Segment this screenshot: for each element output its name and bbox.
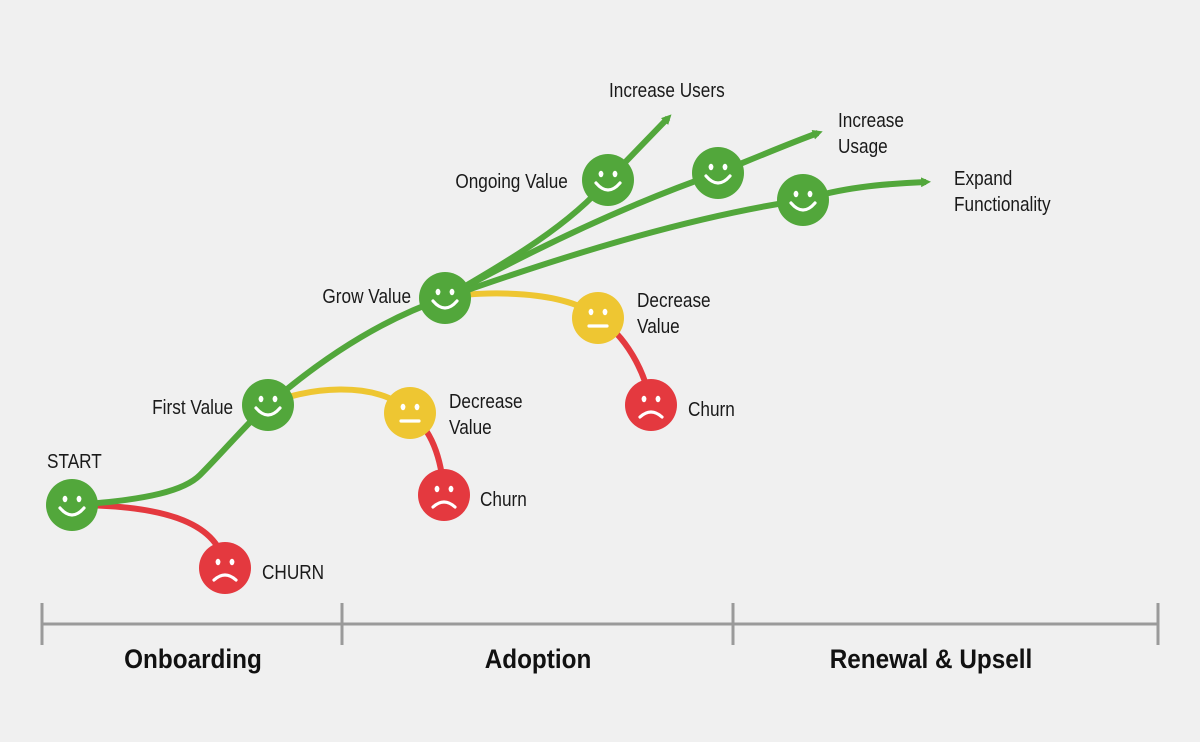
ongoing-value-label: Ongoing Value <box>455 171 568 193</box>
face-eye <box>414 403 420 411</box>
increase-usage-label: Increase Usage <box>838 110 904 158</box>
face-circle <box>572 292 624 344</box>
face-eye <box>807 190 813 198</box>
face-mouth <box>58 506 86 517</box>
churn-adoption-sad-face-icon <box>418 469 470 521</box>
face-eye <box>588 308 594 316</box>
face-eye <box>598 170 604 178</box>
path-grow-to-functionality <box>442 197 806 301</box>
decrease-value-2-label: Decrease Value <box>637 290 711 338</box>
face-eye <box>272 395 278 403</box>
phase-adoption: Adoption <box>484 644 592 674</box>
face-mouth <box>789 201 817 212</box>
face-circle <box>199 542 251 594</box>
churn-grow-sad-face-icon <box>625 379 677 431</box>
increase-users-label: Increase Users <box>609 80 725 102</box>
face-eye <box>258 395 264 403</box>
start-label: START <box>47 451 102 473</box>
grow-value-happy-face-icon <box>419 272 471 324</box>
face-circle <box>582 154 634 206</box>
churn-onboarding-sad-face-icon <box>199 542 251 594</box>
face-mouth <box>704 174 732 185</box>
expand-functionality-label: Expand Functionality <box>954 168 1051 216</box>
face-mouth <box>638 410 664 419</box>
face-eye <box>655 395 661 403</box>
face-mouth <box>212 573 238 582</box>
usage-happy-face-icon <box>692 147 744 199</box>
face-eye <box>215 558 221 566</box>
face-eye <box>722 163 728 171</box>
face-eye <box>229 558 235 566</box>
phase-renewal-upsell: Renewal & Upsell <box>829 644 1033 674</box>
face-eye <box>62 495 68 503</box>
face-circle <box>418 469 470 521</box>
face-circle <box>692 147 744 199</box>
face-eye <box>76 495 82 503</box>
face-mouth <box>594 181 622 192</box>
face-eye <box>602 308 608 316</box>
first-value-happy-face-icon <box>242 379 294 431</box>
path-start-to-first <box>69 402 271 508</box>
face-mouth <box>431 500 457 509</box>
face-eye <box>708 163 714 171</box>
face-eye <box>448 485 454 493</box>
phase-timeline <box>40 603 1160 645</box>
face-circle <box>384 387 436 439</box>
face-eye <box>400 403 406 411</box>
start-happy-face-icon <box>46 479 98 531</box>
decrease-value-neutral-face-icon <box>384 387 436 439</box>
face-circle <box>625 379 677 431</box>
face-mouth <box>254 406 282 417</box>
path-grow-to-ongoing <box>442 177 611 301</box>
path-grow-to-usage <box>442 170 721 301</box>
churn-onboarding-label: CHURN <box>262 562 325 584</box>
face-eye <box>793 190 799 198</box>
phase-onboarding: Onboarding <box>124 644 262 674</box>
face-eye <box>612 170 618 178</box>
face-circle <box>777 174 829 226</box>
face-eye <box>434 485 440 493</box>
face-mouth <box>431 299 459 310</box>
face-eye <box>449 288 455 296</box>
first-value-label: First Value <box>152 397 233 419</box>
ongoing-value-happy-face-icon <box>582 154 634 206</box>
face-eye <box>641 395 647 403</box>
grow-value-label: Grow Value <box>322 286 411 308</box>
face-eye <box>435 288 441 296</box>
decrease-value-2-neutral-face-icon <box>572 292 624 344</box>
decrease-value-label: Decrease Value <box>449 391 523 439</box>
journey-nodes <box>46 147 829 594</box>
churn-grow-label: Churn <box>688 399 735 421</box>
churn-adoption-label: Churn <box>480 489 527 511</box>
face-circle <box>419 272 471 324</box>
face-circle <box>242 379 294 431</box>
face-circle <box>46 479 98 531</box>
functionality-happy-face-icon <box>777 174 829 226</box>
